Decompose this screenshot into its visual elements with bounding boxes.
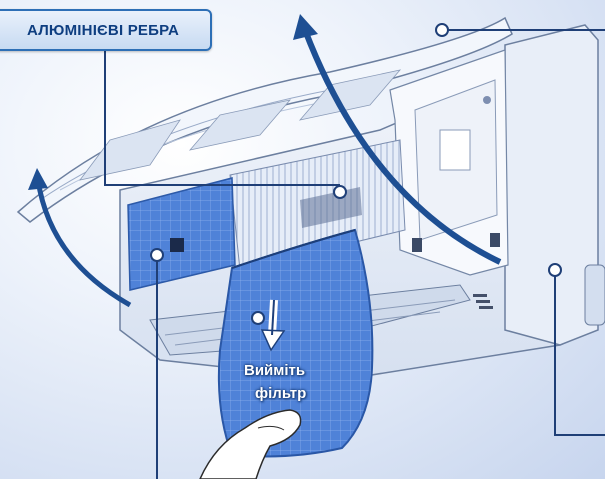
aluminum-fins-label-text: АЛЮМІНІЄВІ РЕБРА <box>27 22 179 39</box>
callout-dot-icon <box>334 186 346 198</box>
aluminum-fins-label: АЛЮМІНІЄВІ РЕБРА <box>0 9 212 51</box>
remove-filter-text-line1: Вийміть <box>244 362 305 379</box>
remove-filter-text-line2: фільтр <box>255 385 306 402</box>
